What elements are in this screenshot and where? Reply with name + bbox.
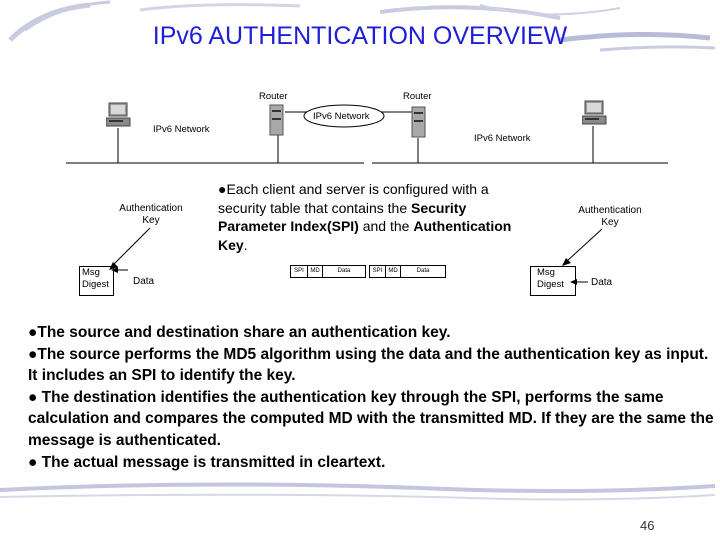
bullet-icon: ● xyxy=(28,453,38,471)
packet-field-data: Data xyxy=(322,265,366,278)
bullet-item: ● The destination identifies the authent… xyxy=(28,388,714,449)
bullet-icon: ● xyxy=(28,388,38,406)
packet-field-md: MD xyxy=(307,265,323,278)
page-number: 46 xyxy=(640,518,655,533)
bullet-icon: ● xyxy=(28,324,38,341)
computer-icon xyxy=(106,102,131,127)
bullet-icon: ● xyxy=(28,345,38,363)
router-icon xyxy=(411,106,426,138)
page-title: IPv6 AUTHENTICATION OVERVIEW xyxy=(152,22,568,50)
security-table-description: ●Each client and server is configured wi… xyxy=(218,181,512,253)
bullet-list: ●The source and destination share an aut… xyxy=(28,322,718,473)
center-network-label: IPv6 Network xyxy=(313,111,370,122)
router-label-right: Router xyxy=(403,91,432,102)
router-icon xyxy=(269,104,284,136)
router-label-left: Router xyxy=(259,91,288,102)
left-network-label: IPv6 Network xyxy=(153,124,210,135)
network-cloud-icon xyxy=(303,104,385,128)
bullet-item: ●The source performs the MD5 algorithm u… xyxy=(28,345,709,385)
packet-field-spi: SPI xyxy=(369,265,386,278)
computer-icon xyxy=(582,100,607,125)
bullet-item: ●The source and destination share an aut… xyxy=(28,324,451,341)
packet-field-spi: SPI xyxy=(290,265,308,278)
packet-field-md: MD xyxy=(385,265,401,278)
bullet-icon: ● xyxy=(218,181,227,197)
packet-field-data: Data xyxy=(400,265,446,278)
bullet-item: ● The actual message is transmitted in c… xyxy=(28,453,386,471)
data-label-left: Data xyxy=(133,276,155,287)
right-network-label: IPv6 Network xyxy=(474,133,531,144)
data-label-right: Data xyxy=(591,277,613,288)
